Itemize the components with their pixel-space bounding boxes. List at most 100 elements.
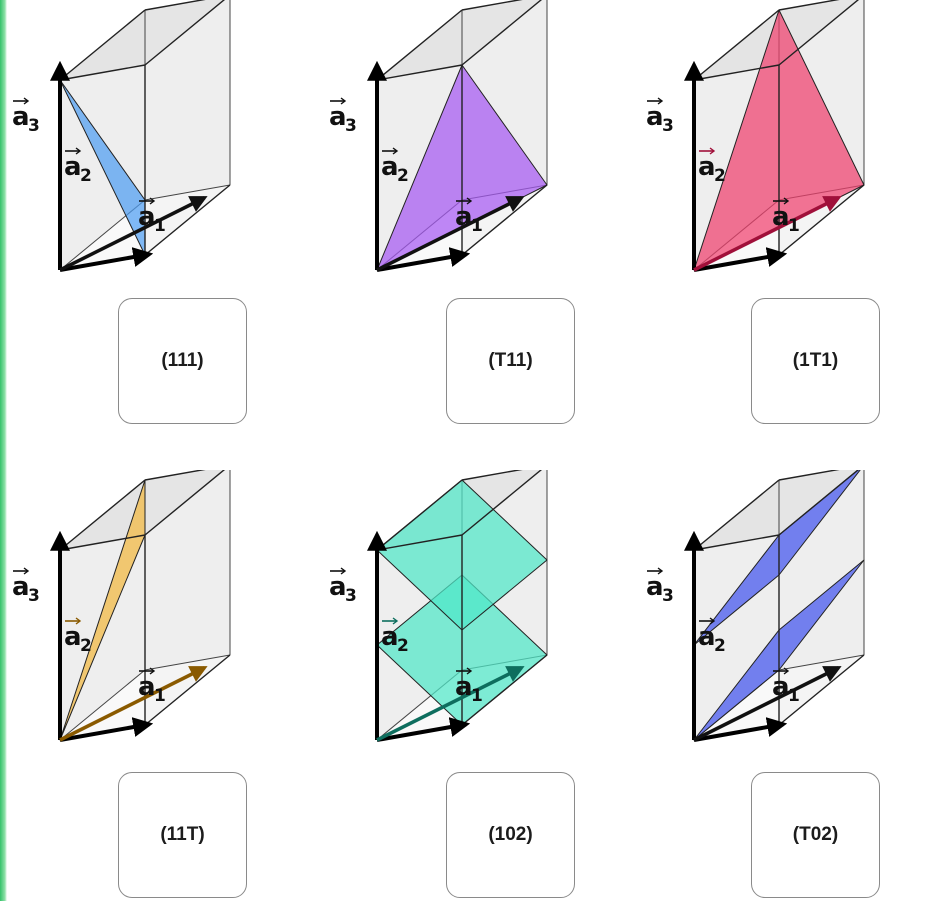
cube-faces (60, 0, 230, 270)
axis-a2-arrow (376, 196, 525, 272)
cube-edge (778, 654, 865, 726)
axis-a1-arrow (693, 247, 788, 272)
miller-index-badge-102: (102) (446, 772, 575, 898)
svg-text:a: a (329, 102, 347, 132)
miller-index-badge-bar1-11: (T11) (446, 298, 575, 424)
cube-edge (59, 534, 146, 551)
axis-a2-label: a2 (381, 147, 409, 186)
cube-front-edges (376, 470, 548, 726)
cube-edge (144, 0, 206, 11)
svg-text:2: 2 (80, 636, 92, 656)
cube-edge (778, 470, 840, 481)
cube-edge (778, 0, 840, 11)
miller-index-badge-bar1-02: (T02) (751, 772, 880, 898)
svg-text:a: a (698, 622, 716, 652)
svg-text:a: a (455, 672, 473, 702)
cube-face-top (694, 470, 858, 550)
svg-text:3: 3 (345, 586, 357, 606)
miller-index-label: (11T) (160, 824, 205, 845)
svg-text:3: 3 (345, 116, 357, 136)
miller-index-label: (1T1) (792, 350, 839, 371)
svg-text:2: 2 (397, 166, 409, 186)
svg-text:a: a (646, 572, 664, 602)
cube-edge (59, 479, 146, 551)
axis-a2-arrow (376, 666, 525, 742)
cube-edge (144, 470, 206, 481)
axis-a1-arrow (376, 717, 471, 742)
axis-a2-arrow (59, 666, 208, 742)
cube-edge (778, 0, 860, 66)
svg-text:1: 1 (471, 216, 483, 236)
svg-text:1: 1 (471, 686, 483, 706)
cube-front-edges (693, 0, 865, 256)
cube-edge (778, 184, 865, 256)
axis-a2-arrow (693, 196, 842, 272)
cube-edge (376, 9, 463, 81)
cube-edge (693, 534, 780, 551)
axis-a2-label: a2 (698, 147, 726, 186)
axis-a3-label: a3 (329, 97, 357, 136)
cube-edge (461, 0, 543, 66)
svg-text:1: 1 (788, 686, 800, 706)
axis-a1-arrow (59, 247, 154, 272)
miller-index-badge-1-bar1-1: (1T1) (751, 298, 880, 424)
svg-text:a: a (12, 102, 30, 132)
cube-edge (376, 64, 463, 81)
cube-front-edges (59, 0, 231, 256)
cube-front-edges (59, 470, 231, 726)
axis-a2-label: a2 (698, 617, 726, 656)
cube-edge (59, 9, 146, 81)
miller-index-label: (102) (488, 824, 533, 845)
svg-text:3: 3 (662, 586, 674, 606)
svg-text:2: 2 (80, 166, 92, 186)
cube-edge (59, 669, 146, 741)
axis-arrows (50, 60, 208, 272)
axis-a1-label: a1 (772, 667, 800, 706)
cube-edge (144, 0, 226, 66)
svg-text:a: a (381, 622, 399, 652)
svg-text:a: a (64, 622, 82, 652)
svg-text:1: 1 (154, 216, 166, 236)
svg-text:3: 3 (662, 116, 674, 136)
cube-edge (144, 654, 231, 671)
svg-text:1: 1 (154, 686, 166, 706)
svg-text:a: a (646, 102, 664, 132)
cube-edge (144, 184, 231, 201)
miller-plane (59, 479, 146, 741)
svg-text:a: a (381, 152, 399, 182)
axis-a2-arrow (693, 666, 842, 742)
axis-a2-arrow (59, 196, 208, 272)
cube-edge (461, 470, 543, 536)
miller-index-badge-111: (111) (118, 298, 247, 424)
miller-index-label: (111) (161, 350, 204, 371)
svg-text:2: 2 (714, 636, 726, 656)
cube-edge (144, 654, 231, 726)
axis-a3-label: a3 (12, 97, 40, 136)
svg-text:2: 2 (714, 166, 726, 186)
axis-arrows (684, 60, 842, 272)
cube-edge (693, 9, 780, 81)
svg-text:a: a (772, 672, 790, 702)
axis-a1-arrow (693, 717, 788, 742)
miller-index-label: (T11) (488, 350, 533, 371)
svg-text:1: 1 (788, 216, 800, 236)
axis-arrows (50, 530, 208, 742)
cube-edge (693, 479, 780, 551)
cube-edge (376, 479, 463, 551)
axis-a1-label: a1 (455, 197, 483, 236)
miller-index-label: (T02) (792, 824, 839, 845)
svg-text:2: 2 (397, 636, 409, 656)
axis-a2-label: a2 (64, 147, 92, 186)
cube-edge (461, 654, 548, 726)
cube-edge (144, 184, 231, 256)
crystal-planes (59, 479, 146, 741)
svg-text:3: 3 (28, 116, 40, 136)
axis-a3-label: a3 (329, 567, 357, 606)
cube-face-right (145, 470, 230, 725)
